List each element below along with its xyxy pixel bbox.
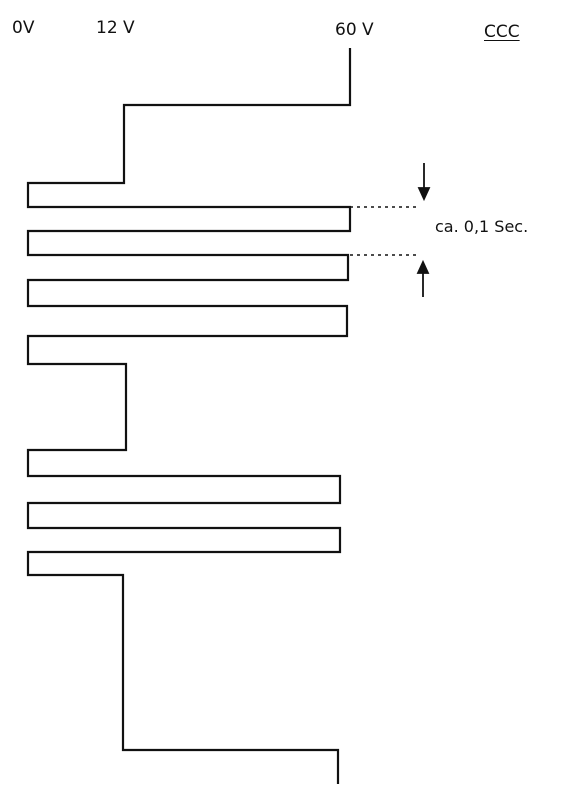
down-arrow-icon xyxy=(417,187,431,202)
voltage-label-60v: 60 V xyxy=(335,20,374,40)
voltage-waveform-trace xyxy=(26,48,352,784)
time-annotation: ca. 0,1 Sec. xyxy=(435,217,529,236)
voltage-label-12v: 12 V xyxy=(96,18,135,38)
diagram-title: CCC xyxy=(484,22,520,42)
voltage-label-0v: 0V xyxy=(12,18,35,38)
up-arrow-icon xyxy=(416,259,430,274)
